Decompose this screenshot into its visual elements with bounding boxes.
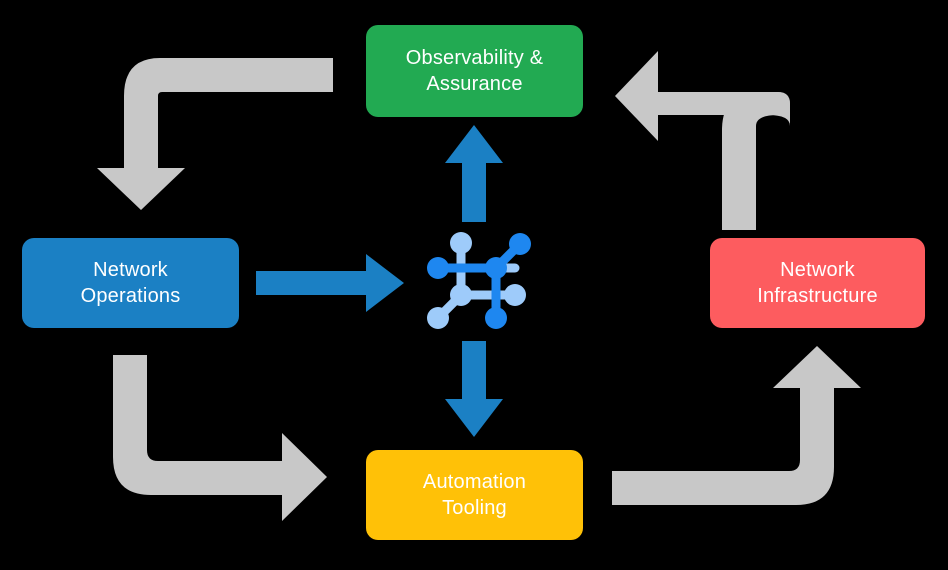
connector-center-to-automation-tooling (445, 341, 503, 437)
connector-center-to-observability (445, 125, 503, 222)
node-network-infrastructure[interactable]: Network Infrastructure (710, 238, 925, 328)
connector-network-operations-to-center (256, 254, 404, 312)
node-network-infrastructure-label: Network Infrastructure (757, 258, 878, 307)
network-topology-light-nodes (427, 232, 526, 329)
node-observability-assurance[interactable]: Observability & Assurance (366, 25, 583, 117)
connector-automation-tooling-to-network-infrastructure (612, 346, 861, 505)
connector-network-infrastructure-to-observability (615, 51, 790, 230)
network-topology-icon (427, 232, 531, 329)
node-automation-tooling[interactable]: Automation Tooling (366, 450, 583, 540)
network-topology-primary-nodes (427, 233, 531, 329)
node-automation-tooling-label: Automation Tooling (422, 470, 527, 519)
node-network-operations[interactable]: Network Operations (22, 238, 239, 328)
connector-observability-to-network-operations (97, 58, 333, 210)
node-observability-assurance-label: Observability & Assurance (405, 46, 544, 95)
node-network-operations-label: Network Operations (80, 258, 181, 307)
connector-network-operations-to-automation-tooling (113, 355, 327, 521)
